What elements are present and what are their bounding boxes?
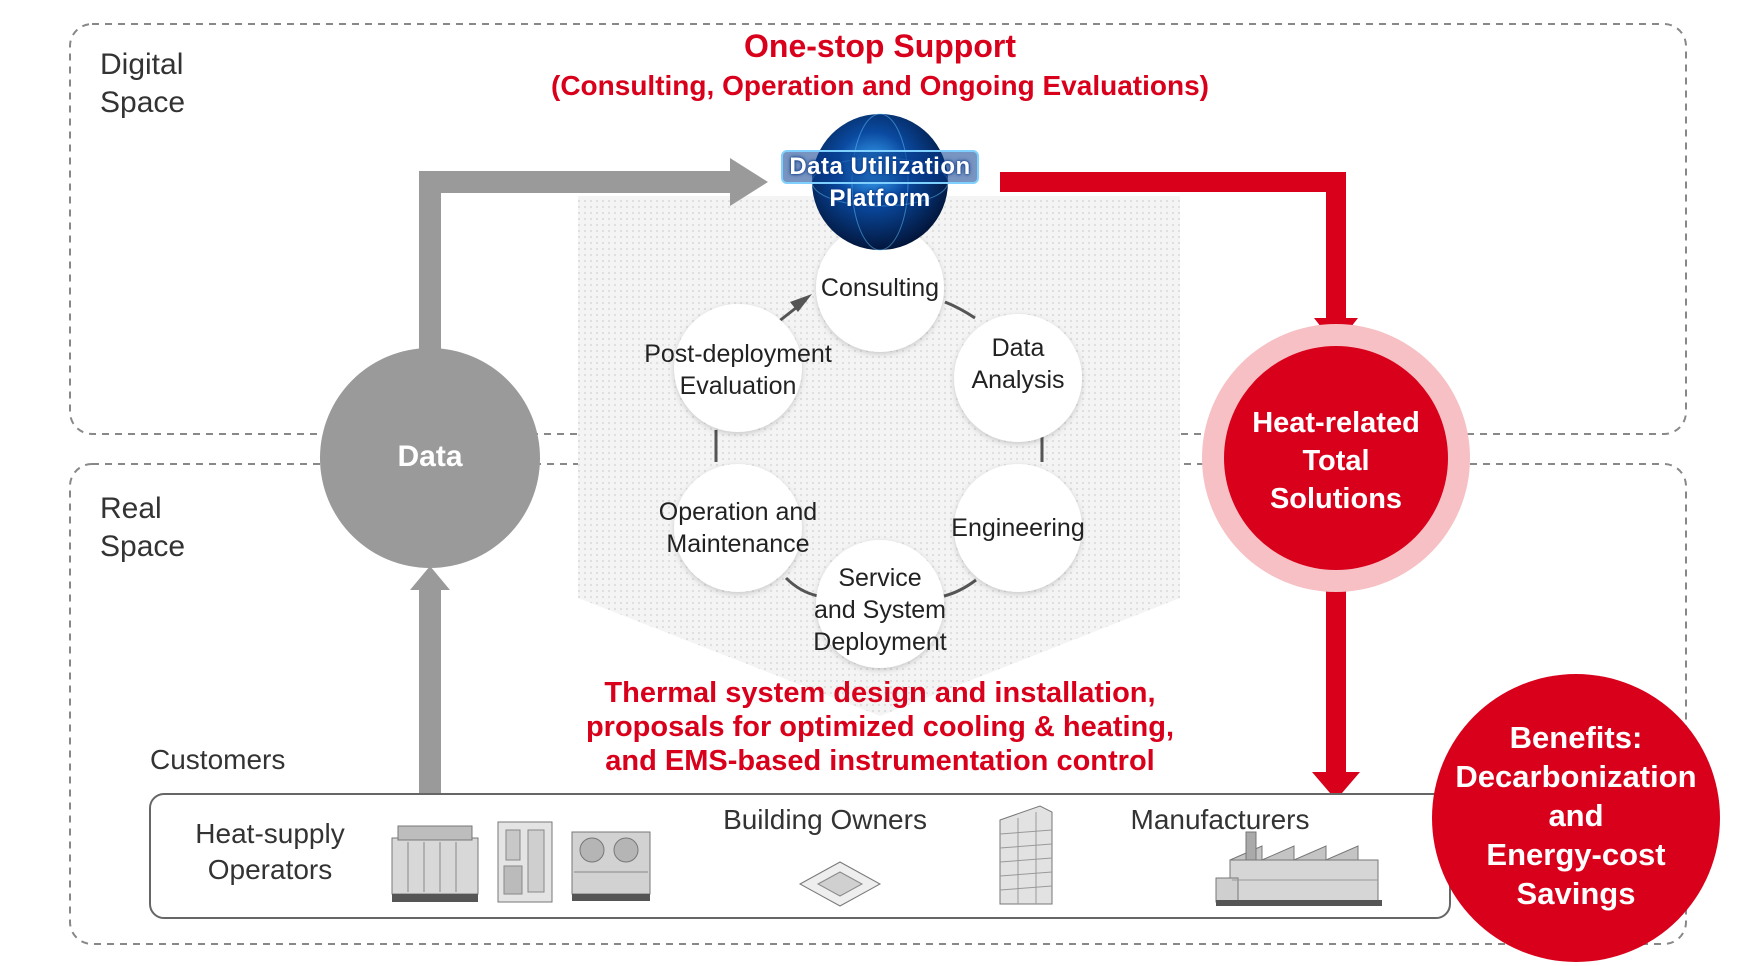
real-space-label: Real Space — [100, 492, 186, 563]
platform-label-line2: Platform — [829, 185, 931, 212]
solutions-to-customers-arrow — [1326, 560, 1346, 776]
customer-arrow-head — [410, 566, 450, 590]
cooling-tower-icon — [571, 831, 651, 901]
customer-group-building-owners: Building Owners — [723, 804, 927, 835]
digital-space-label: Digital Space — [100, 48, 186, 119]
data-circle — [320, 348, 540, 568]
operation-maintenance-node — [674, 464, 802, 592]
customers-arrow-head — [1312, 772, 1360, 800]
factory-icon — [1215, 831, 1382, 906]
ceiling-cassette-ac-icon — [798, 861, 882, 907]
consulting-node — [816, 224, 944, 352]
engineering-label: Engineering — [951, 514, 1085, 542]
chiller-unit-icon — [497, 821, 553, 903]
data-analysis-label: Data Analysis — [971, 334, 1065, 394]
post-deployment-label: Post-deployment Evaluation — [644, 340, 832, 400]
consulting-label: Consulting — [820, 274, 940, 302]
digital-space-zone — [69, 23, 1687, 435]
platform-to-solutions-arrow — [1000, 172, 1346, 326]
post-deployment-node — [674, 304, 802, 432]
data-circle-label: Data — [397, 440, 463, 473]
platform-label: Data Utilization Platform — [760, 150, 1000, 214]
page-subtitle: (Consulting, Operation and Ongoing Evalu… — [551, 70, 1209, 101]
solutions-label: Heat-related Total Solutions — [1252, 407, 1420, 515]
customer-group-manufacturers: Manufacturers — [1130, 804, 1310, 835]
service-deployment-label: Service and System Deployment — [813, 564, 947, 656]
platform-label-line1: Data Utilization — [781, 150, 979, 184]
thermal-description: Thermal system design and installation, … — [585, 677, 1175, 777]
benefits-circle — [1432, 674, 1720, 962]
office-building-icon — [999, 805, 1053, 905]
customers-label: Customers — [150, 744, 286, 775]
engineering-node — [954, 464, 1082, 592]
data-to-platform-arrow — [419, 171, 740, 352]
service-deployment-node — [816, 540, 944, 668]
benefits-label: Benefits: Decarbonization and Energy-cos… — [1455, 720, 1697, 911]
operation-maintenance-label: Operation and Maintenance — [658, 498, 818, 558]
data-analysis-node — [954, 314, 1082, 442]
cycle-connector — [944, 300, 976, 320]
cycle-arrow-head — [790, 294, 812, 312]
customer-group-heat-supply: Heat-supply Operators — [195, 818, 345, 885]
solutions-circle — [1224, 346, 1448, 570]
cycle-connector — [943, 578, 977, 598]
heat-supply-equipment-icon — [391, 825, 479, 902]
data-arrow-head — [730, 158, 768, 206]
cycle-connector — [784, 576, 819, 598]
customer-to-data-arrow — [419, 582, 441, 794]
page-title: One-stop Support — [744, 28, 1016, 64]
